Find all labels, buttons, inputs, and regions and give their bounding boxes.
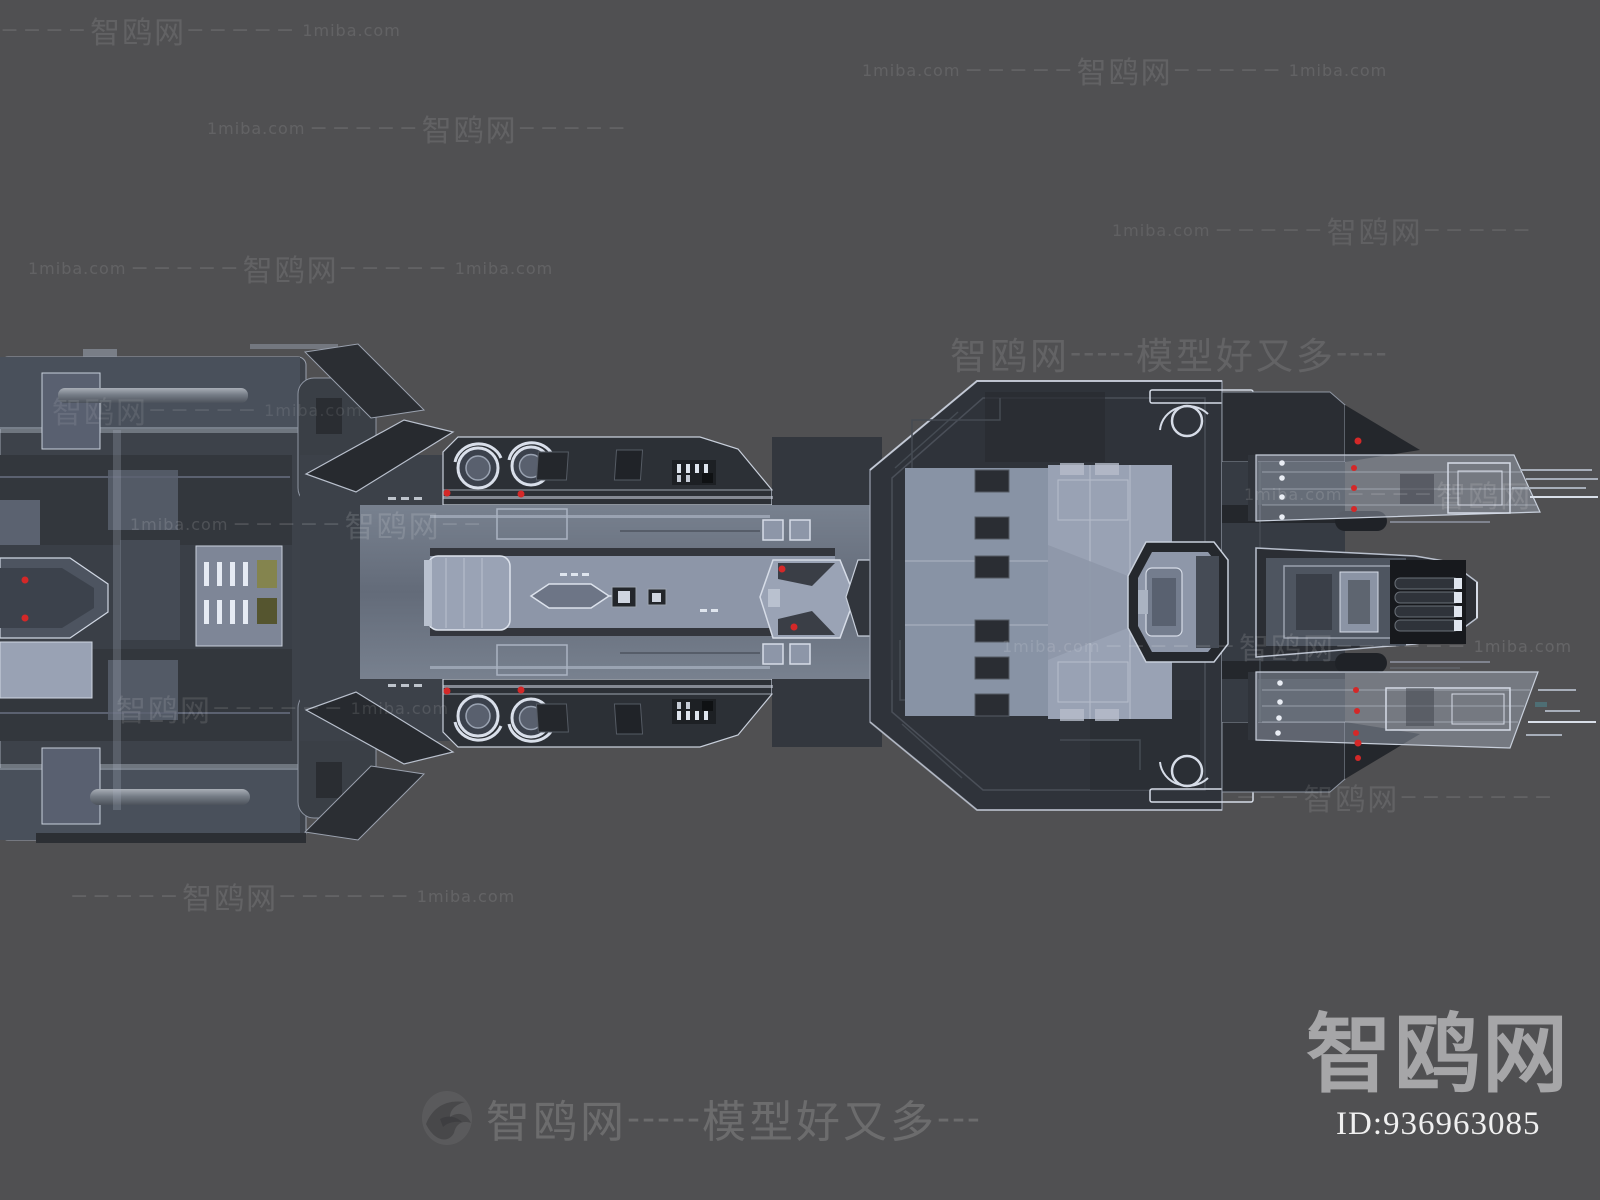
footer-brand: 智鸥网 — [486, 1097, 627, 1148]
engine-pod-bottom — [386, 677, 884, 749]
bow-canard-top — [1248, 454, 1541, 522]
antenna-lines — [1512, 469, 1598, 736]
model-id: ID:936963085 — [1336, 1106, 1541, 1143]
engine-pod-top — [388, 436, 882, 506]
signal-lights — [21, 437, 1362, 761]
seagull-logo-icon — [422, 1091, 472, 1145]
cockpit-module — [1048, 541, 1229, 663]
site-branding: 智鸥网 ID:936963085 — [1306, 1010, 1596, 1143]
footer-dashes: ----- — [627, 1097, 702, 1139]
footer-watermark: 智鸥网 ----- 模型好又多 --- — [420, 1086, 982, 1150]
stern-module — [0, 344, 450, 843]
central-spine — [360, 505, 944, 679]
bow-canard-bottom — [1248, 671, 1539, 749]
site-logo: 智鸥网 — [1306, 1005, 1570, 1105]
footer-slogan: 模型好又多 — [701, 1097, 937, 1148]
main-hull — [869, 380, 1490, 811]
nose-assembly — [1255, 547, 1478, 658]
footer-dashes-2: --- — [936, 1097, 982, 1139]
stern-fins — [303, 343, 455, 841]
